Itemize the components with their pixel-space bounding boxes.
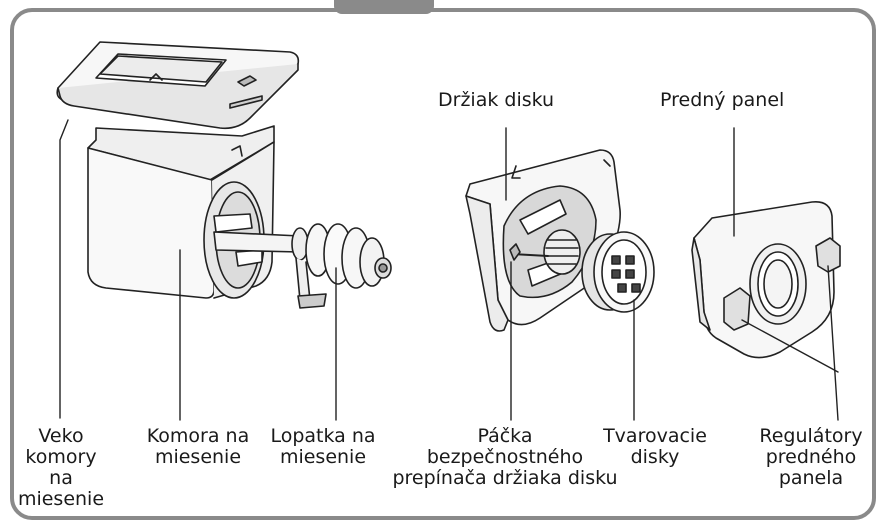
kneading-chamber-lid	[56, 41, 300, 130]
leader-lines	[59, 119, 839, 421]
label-paddle: Lopatka na miesenie	[270, 425, 376, 468]
forming-disc	[581, 231, 655, 313]
leader-regulator-right	[827, 265, 839, 421]
leader-lid	[59, 119, 69, 419]
kneading-paddle	[213, 223, 392, 309]
front-panel	[691, 200, 841, 359]
label-safety-lever: Páčka bezpečnostného prepínača držiaka d…	[392, 425, 618, 489]
label-forming-discs: Tvarovacie disky	[603, 425, 707, 468]
label-disc-holder: Držiak disku	[438, 89, 555, 111]
leader-regulator-left	[741, 319, 839, 373]
disc-holder	[465, 149, 621, 332]
frame-tab	[334, 0, 434, 14]
label-lid: Veko komory na miesenie	[17, 425, 105, 510]
label-regulators: Regulátory predného panela	[759, 425, 863, 489]
kneading-chamber	[87, 125, 275, 299]
label-chamber: Komora na miesenie	[146, 425, 250, 468]
label-front-panel: Predný panel	[660, 89, 785, 111]
